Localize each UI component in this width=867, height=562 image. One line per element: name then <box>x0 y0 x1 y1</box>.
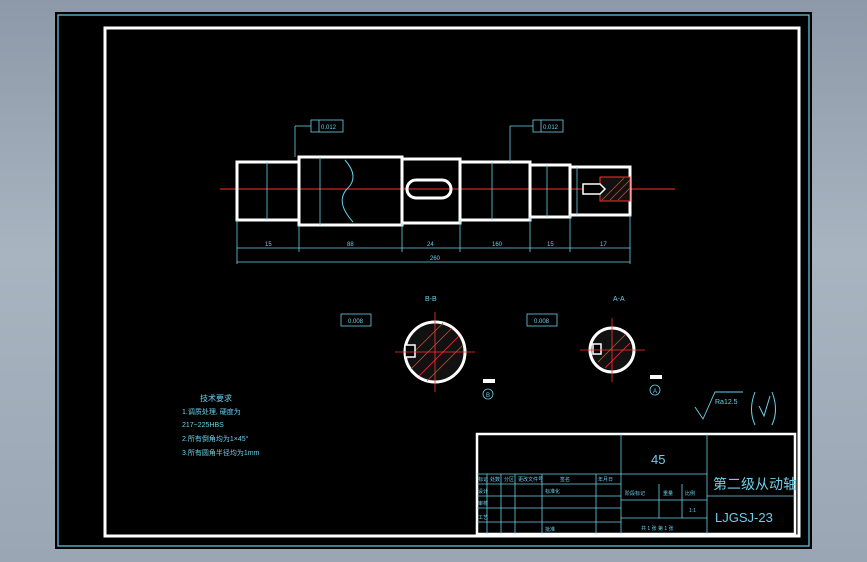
sheet-count: 共 1 张 第 1 张 <box>641 525 674 532</box>
dim-1: 15 <box>265 242 272 248</box>
tech-req-line-4: 3.所有圆角半径均为1mm <box>182 448 260 457</box>
tech-req-line-1: 1.调质处理, 硬度为 <box>182 407 241 416</box>
diameter-dim-lines <box>266 157 578 225</box>
row-label-review: 审核 <box>478 500 488 507</box>
section-label-b: B-B <box>425 296 437 303</box>
technical-requirements: 技术要求 1.调质处理, 硬度为 217~225HBS 2.所有倒角均为1×45… <box>182 393 260 457</box>
header-cell-2: 处数 <box>490 476 500 483</box>
tech-req-line-2: 217~225HBS <box>182 422 224 429</box>
header-cell-1: 标记 <box>478 476 488 483</box>
section-a-a: A-A 0.008 A <box>526 296 662 396</box>
scale-value: 1:1 <box>689 508 696 514</box>
part-name: 第二级从动轴 <box>713 476 797 492</box>
scale-label: 比例 <box>685 490 695 497</box>
section-label-a: A-A <box>613 296 625 303</box>
length-dim-labels: 15 88 24 160 15 17 260 <box>265 242 607 262</box>
tolerance-value-4: 0.008 <box>534 319 550 325</box>
weight-label: 重量 <box>663 490 673 497</box>
row-label-process: 工艺 <box>478 515 488 521</box>
tolerance-value-1: 0.012 <box>321 125 337 131</box>
header-cell-6: 年月日 <box>598 476 613 483</box>
tech-req-title: 技术要求 <box>200 393 232 403</box>
general-roughness: Ra12.5 <box>694 391 776 426</box>
center-hole-section <box>582 176 631 202</box>
shaft-main-view <box>220 155 675 227</box>
approval: 批准 <box>545 526 555 533</box>
datum-a: A <box>653 389 657 395</box>
dim-2: 88 <box>347 242 354 248</box>
outer-border <box>57 14 810 547</box>
tolerance-value-3: 0.008 <box>348 319 364 325</box>
dim-5: 15 <box>547 242 554 248</box>
standardization: 标准化 <box>545 488 560 495</box>
title-block: 45 第二级从动轴 LJGSJ-23 标记 处数 分区 更改文件号 签名 年月日… <box>475 432 797 536</box>
tolerance-frames-top <box>294 119 564 162</box>
tolerance-value-2: 0.012 <box>543 125 559 131</box>
drawing-canvas: 15 88 24 160 15 17 260 0.012 0.012 B-B <box>57 14 810 547</box>
dim-6: 17 <box>600 242 607 248</box>
header-cell-5: 签名 <box>560 476 570 483</box>
drawing-frame <box>103 26 801 538</box>
cad-viewport[interactable]: 15 88 24 160 15 17 260 0.012 0.012 B-B <box>55 12 812 549</box>
header-cell-3: 分区 <box>504 476 514 483</box>
section-b-b: B-B 0.008 B <box>340 296 495 400</box>
dim-3: 24 <box>427 242 434 248</box>
material: 45 <box>651 452 665 467</box>
roughness-value: Ra12.5 <box>715 399 738 406</box>
break-line <box>341 159 354 223</box>
drawing-number: LJGSJ-23 <box>715 510 773 525</box>
stage-mark: 阶段标记 <box>625 490 645 497</box>
datum-b: B <box>486 393 490 399</box>
header-cell-4: 更改文件号 <box>518 476 543 483</box>
row-label-design: 设计 <box>478 488 488 495</box>
tech-req-line-3: 2.所有倒角均为1×45° <box>182 434 249 443</box>
dim-total: 260 <box>430 256 441 262</box>
dim-4: 160 <box>492 242 503 248</box>
length-dims <box>236 215 631 264</box>
